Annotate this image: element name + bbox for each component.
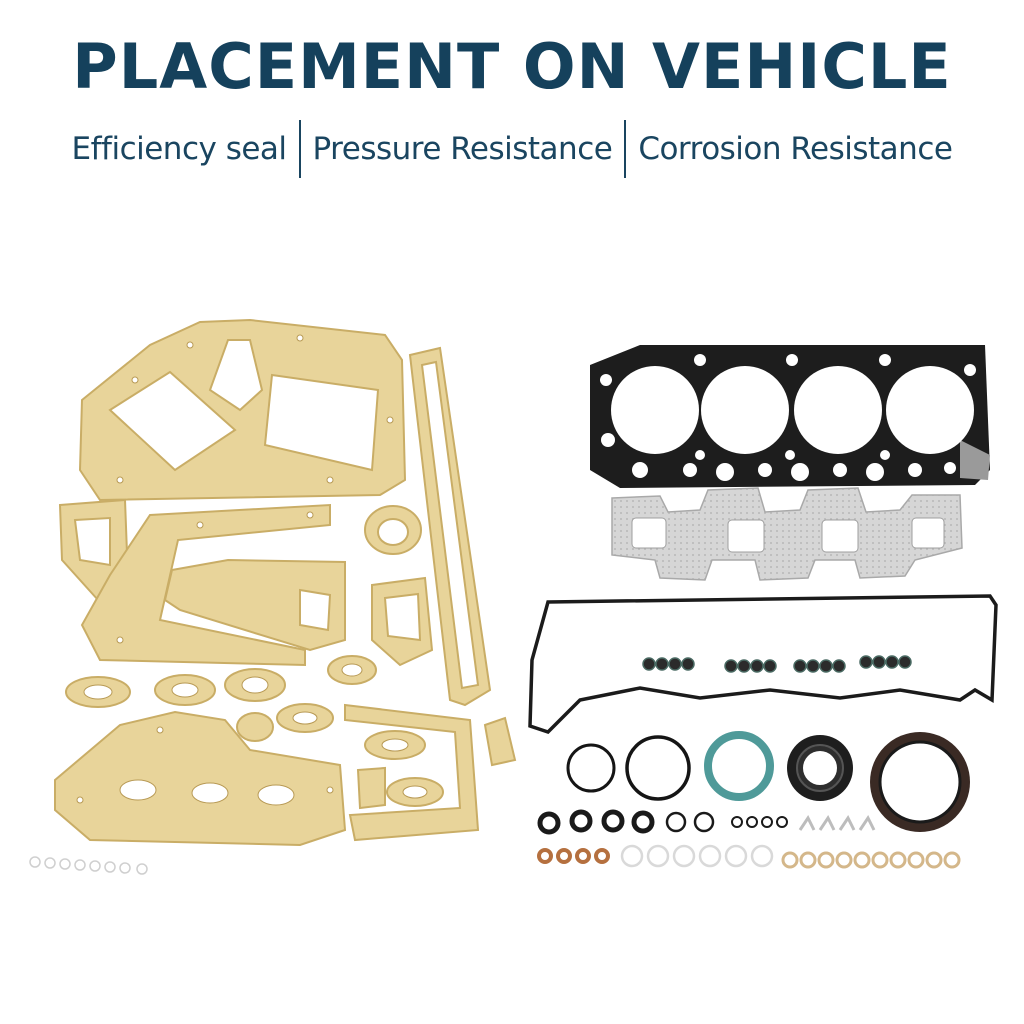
exhaust-manifold-gasket <box>611 487 963 581</box>
water-pump-gasket <box>163 558 346 652</box>
thermostat-gasket <box>363 505 423 555</box>
o-ring-medium <box>625 735 691 801</box>
rocker-cover-strip-gasket <box>408 346 492 707</box>
small-washers-left <box>29 856 148 875</box>
valve-stem-seals <box>642 655 912 673</box>
small-tab-gasket <box>356 766 386 810</box>
small-tab-gasket <box>483 716 517 767</box>
gasket-kit-photo <box>29 318 998 875</box>
feature-efficiency-seal: Efficiency seal <box>71 131 287 167</box>
cylinder-head-gasket <box>590 345 990 488</box>
intake-strip-gasket <box>344 703 480 842</box>
timing-cover-gasket <box>78 318 407 502</box>
o-ring-small <box>566 743 616 793</box>
feature-divider <box>298 120 301 178</box>
washers-row <box>537 844 961 869</box>
teal-seal-ring <box>704 731 774 801</box>
feature-list: Efficiency seal Pressure Resistance Corr… <box>0 118 1024 180</box>
paper-gasket-set <box>54 318 517 847</box>
front-plate-gasket <box>54 710 347 847</box>
feature-divider <box>624 120 627 178</box>
square-port-gasket <box>371 576 434 667</box>
small-rubber-rings <box>537 809 788 835</box>
paper-gasket-holes <box>76 334 428 806</box>
valve-cover-rubber-gasket <box>528 594 998 735</box>
oval-gasket <box>236 712 274 742</box>
oil-pan-side-gasket <box>80 503 331 667</box>
feature-corrosion-resistance: Corrosion Resistance <box>638 131 953 167</box>
page-title: PLACEMENT ON VEHICLE <box>72 30 952 103</box>
feature-pressure-resistance: Pressure Resistance <box>312 131 613 167</box>
wire-clips <box>798 815 876 831</box>
